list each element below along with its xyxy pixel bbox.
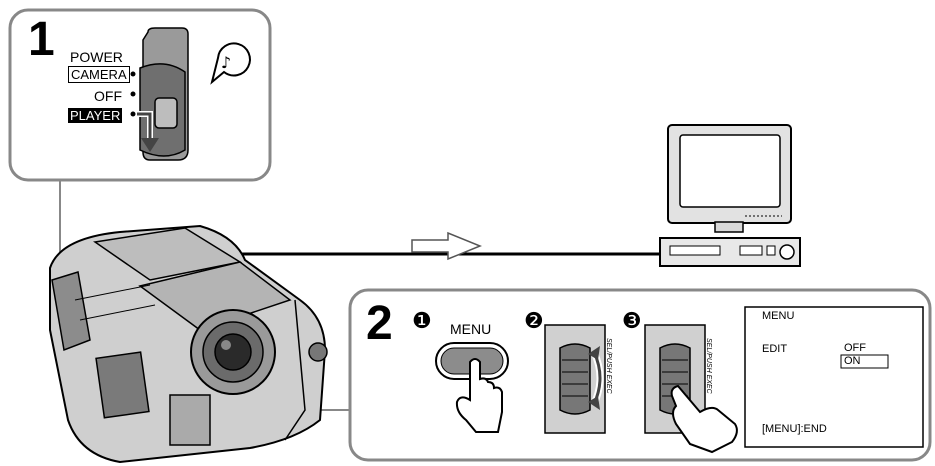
screen-title: MENU	[762, 310, 794, 322]
substep-1-marker: ❶	[412, 309, 432, 334]
switch-label-off: OFF	[94, 88, 122, 104]
dial-label-press: SEL/PUSH EXEC	[705, 338, 712, 394]
svg-text:♪: ♪	[221, 53, 231, 72]
control-dial-turn	[545, 325, 605, 433]
step1-number: 1	[28, 14, 55, 66]
camcorder-illustration	[50, 226, 327, 462]
screen-footer: [MENU]:END	[762, 423, 827, 435]
switch-label-power: POWER	[70, 49, 123, 65]
vcr-icon	[660, 238, 800, 266]
substep-2-marker: ❷	[524, 309, 544, 334]
substep-3-marker: ❸	[622, 309, 642, 334]
menu-button-label: MENU	[450, 321, 491, 337]
screen-option-off: OFF	[844, 342, 866, 354]
screen-option-on: ON	[844, 355, 861, 367]
step2-number: 2	[366, 298, 393, 350]
switch-label-player: PLAYER	[68, 108, 122, 123]
dial-label-turn: SEL/PUSH EXEC	[605, 338, 612, 394]
switch-label-camera: CAMERA	[68, 66, 130, 83]
tv-icon	[668, 125, 791, 232]
screen-item-edit: EDIT	[762, 343, 787, 355]
